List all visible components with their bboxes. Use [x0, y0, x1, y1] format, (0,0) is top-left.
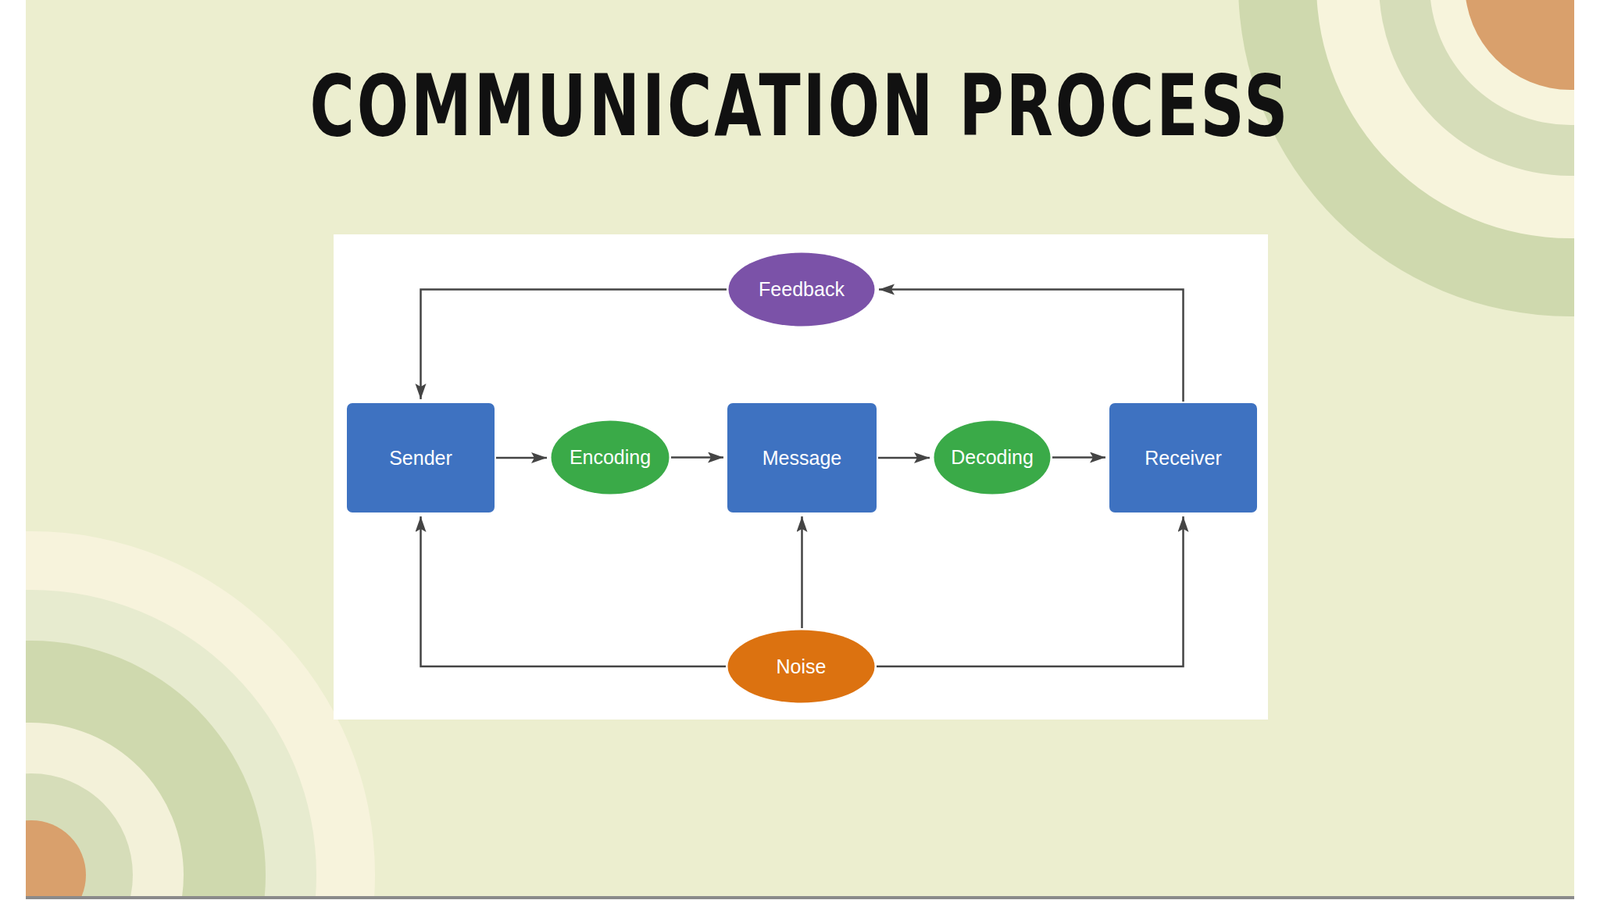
- flow-arrow: [671, 456, 724, 459]
- flow-arrow: [800, 516, 804, 629]
- slide-title: COMMUNICATION PROCESS: [25, 62, 1575, 148]
- ellipse-fill: [551, 421, 670, 495]
- node-label: Message: [762, 446, 842, 470]
- process-box: Sender: [346, 403, 495, 513]
- ellipse-fill: [728, 630, 875, 704]
- noise-ellipse: Noise: [727, 629, 875, 704]
- node-label: Feedback: [758, 278, 845, 301]
- ellipse-fill: [728, 253, 875, 327]
- wave-band: [25, 531, 375, 897]
- wave-band: [1464, 0, 1575, 90]
- corner-waves: [25, 0, 1575, 897]
- wave-band: [25, 589, 317, 897]
- slide-border: [25, 896, 1575, 900]
- step-ellipse: Decoding: [933, 420, 1051, 495]
- node-label: Encoding: [569, 446, 651, 469]
- node-label: Sender: [389, 446, 453, 470]
- diagram-panel: [333, 234, 1268, 720]
- flow-arrow: [421, 289, 728, 400]
- wave-band: [25, 820, 86, 897]
- flow-arrow: [496, 457, 547, 460]
- wave-band: [25, 773, 133, 897]
- wave-band: [1238, 0, 1575, 317]
- node-label: Decoding: [950, 446, 1034, 469]
- ellipse-fill: [934, 421, 1051, 495]
- flow-arrow: [878, 289, 1184, 403]
- flow-arrow: [878, 457, 930, 460]
- wave-band: [1378, 0, 1575, 176]
- wave-band: [25, 722, 184, 897]
- flow-arrow: [876, 516, 1184, 667]
- node-label: Noise: [776, 655, 827, 679]
- flow-arrow: [1052, 456, 1106, 459]
- process-box: Receiver: [1109, 403, 1258, 513]
- step-ellipse: Encoding: [550, 420, 670, 495]
- wave-band: [1429, 0, 1575, 125]
- wave-band: [25, 640, 266, 897]
- feedback-ellipse: Feedback: [728, 252, 875, 327]
- process-box: Message: [727, 403, 877, 513]
- flow-arrow: [421, 516, 727, 667]
- wave-band: [1316, 0, 1575, 239]
- node-label: Receiver: [1144, 446, 1222, 470]
